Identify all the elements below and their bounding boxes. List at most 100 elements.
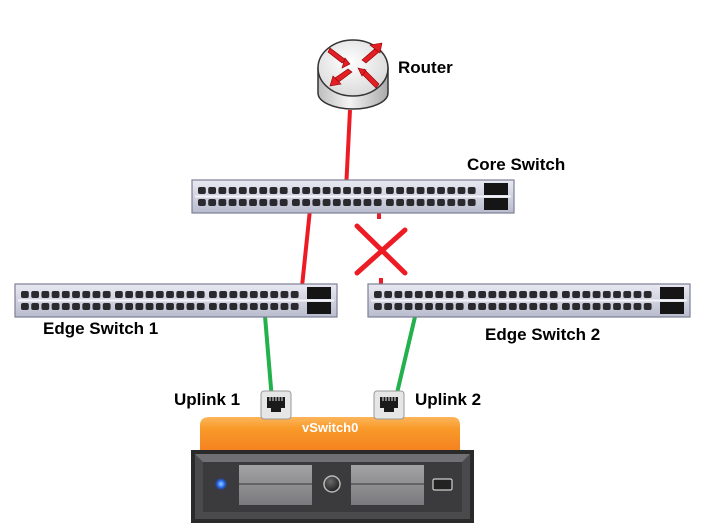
- switch-port[interactable]: [498, 291, 507, 298]
- switch-port[interactable]: [41, 303, 50, 310]
- switch-port[interactable]: [115, 291, 123, 298]
- switch-port[interactable]: [228, 199, 237, 206]
- uplink-1-port-icon[interactable]: [260, 390, 292, 420]
- switch-port[interactable]: [406, 187, 415, 194]
- switch-port[interactable]: [416, 187, 425, 194]
- switch-port[interactable]: [260, 303, 268, 310]
- switch-port[interactable]: [426, 199, 435, 206]
- switch-port[interactable]: [414, 291, 423, 298]
- switch-port[interactable]: [447, 187, 456, 194]
- switch-port[interactable]: [209, 303, 217, 310]
- switch-port[interactable]: [572, 291, 581, 298]
- switch-port[interactable]: [260, 291, 268, 298]
- switch-port[interactable]: [72, 303, 80, 310]
- switch-port[interactable]: [498, 303, 507, 310]
- switch-port[interactable]: [239, 303, 248, 310]
- sfp-port[interactable]: [660, 287, 684, 299]
- switch-port[interactable]: [198, 187, 206, 194]
- switch-port[interactable]: [219, 303, 228, 310]
- switch-port[interactable]: [592, 291, 601, 298]
- switch-port[interactable]: [302, 187, 311, 194]
- switch-port[interactable]: [602, 303, 611, 310]
- switch-port[interactable]: [155, 291, 164, 298]
- switch-port[interactable]: [302, 199, 311, 206]
- switch-port[interactable]: [488, 291, 497, 298]
- switch-port[interactable]: [478, 303, 487, 310]
- switch-port[interactable]: [343, 199, 351, 206]
- switch-port[interactable]: [186, 303, 195, 310]
- switch-port[interactable]: [249, 303, 258, 310]
- uplink-2-port-icon[interactable]: [373, 390, 405, 420]
- switch-port[interactable]: [549, 291, 558, 298]
- switch-port[interactable]: [270, 291, 279, 298]
- sfp-port[interactable]: [484, 183, 508, 195]
- switch-port[interactable]: [270, 303, 279, 310]
- switch-port[interactable]: [312, 187, 321, 194]
- switch-port[interactable]: [145, 291, 154, 298]
- switch-port[interactable]: [209, 291, 217, 298]
- switch-port[interactable]: [549, 303, 558, 310]
- switch-port[interactable]: [414, 303, 423, 310]
- switch-port[interactable]: [208, 187, 217, 194]
- switch-port[interactable]: [447, 199, 456, 206]
- switch-port[interactable]: [445, 303, 454, 310]
- switch-port[interactable]: [196, 291, 205, 298]
- switch-port[interactable]: [51, 291, 60, 298]
- switch-port[interactable]: [592, 303, 601, 310]
- switch-port[interactable]: [457, 199, 466, 206]
- switch-port[interactable]: [582, 303, 591, 310]
- switch-port[interactable]: [529, 303, 538, 310]
- switch-port[interactable]: [332, 199, 341, 206]
- switch-port[interactable]: [290, 303, 299, 310]
- switch-port[interactable]: [229, 291, 238, 298]
- switch-port[interactable]: [404, 303, 413, 310]
- switch-port[interactable]: [72, 291, 80, 298]
- switch-port[interactable]: [238, 199, 247, 206]
- switch-port[interactable]: [437, 187, 445, 194]
- switch-port[interactable]: [613, 291, 621, 298]
- switch-port[interactable]: [363, 199, 372, 206]
- switch-port[interactable]: [51, 303, 60, 310]
- switch-port[interactable]: [198, 199, 206, 206]
- switch-port[interactable]: [229, 303, 238, 310]
- switch-port[interactable]: [633, 291, 642, 298]
- switch-port[interactable]: [445, 291, 454, 298]
- switch-port[interactable]: [396, 199, 405, 206]
- switch-port[interactable]: [457, 187, 466, 194]
- switch-port[interactable]: [218, 187, 227, 194]
- switch-port[interactable]: [31, 291, 40, 298]
- switch-port[interactable]: [416, 199, 425, 206]
- switch-port[interactable]: [562, 291, 570, 298]
- switch-port[interactable]: [396, 187, 405, 194]
- switch-port[interactable]: [186, 291, 195, 298]
- switch-port[interactable]: [572, 303, 581, 310]
- switch-port[interactable]: [61, 291, 70, 298]
- switch-port[interactable]: [102, 291, 111, 298]
- switch-port[interactable]: [488, 303, 497, 310]
- switch-port[interactable]: [529, 291, 538, 298]
- switch-port[interactable]: [228, 187, 237, 194]
- switch-port[interactable]: [353, 199, 362, 206]
- switch-port[interactable]: [508, 291, 517, 298]
- switch-port[interactable]: [166, 303, 174, 310]
- switch-port[interactable]: [115, 303, 123, 310]
- switch-port[interactable]: [155, 303, 164, 310]
- switch-port[interactable]: [31, 303, 40, 310]
- switch-port[interactable]: [259, 199, 268, 206]
- switch-port[interactable]: [406, 199, 415, 206]
- switch-port[interactable]: [363, 187, 372, 194]
- switch-port[interactable]: [208, 199, 217, 206]
- switch-port[interactable]: [41, 291, 50, 298]
- switch-port[interactable]: [196, 303, 205, 310]
- switch-port[interactable]: [374, 303, 382, 310]
- sfp-port[interactable]: [660, 302, 684, 314]
- switch-port[interactable]: [269, 199, 278, 206]
- switch-port[interactable]: [643, 291, 652, 298]
- switch-port[interactable]: [145, 303, 154, 310]
- switch-port[interactable]: [219, 291, 228, 298]
- switch-port[interactable]: [218, 199, 227, 206]
- switch-port[interactable]: [259, 187, 268, 194]
- switch-port[interactable]: [539, 291, 548, 298]
- switch-port[interactable]: [239, 291, 248, 298]
- switch-port[interactable]: [539, 303, 548, 310]
